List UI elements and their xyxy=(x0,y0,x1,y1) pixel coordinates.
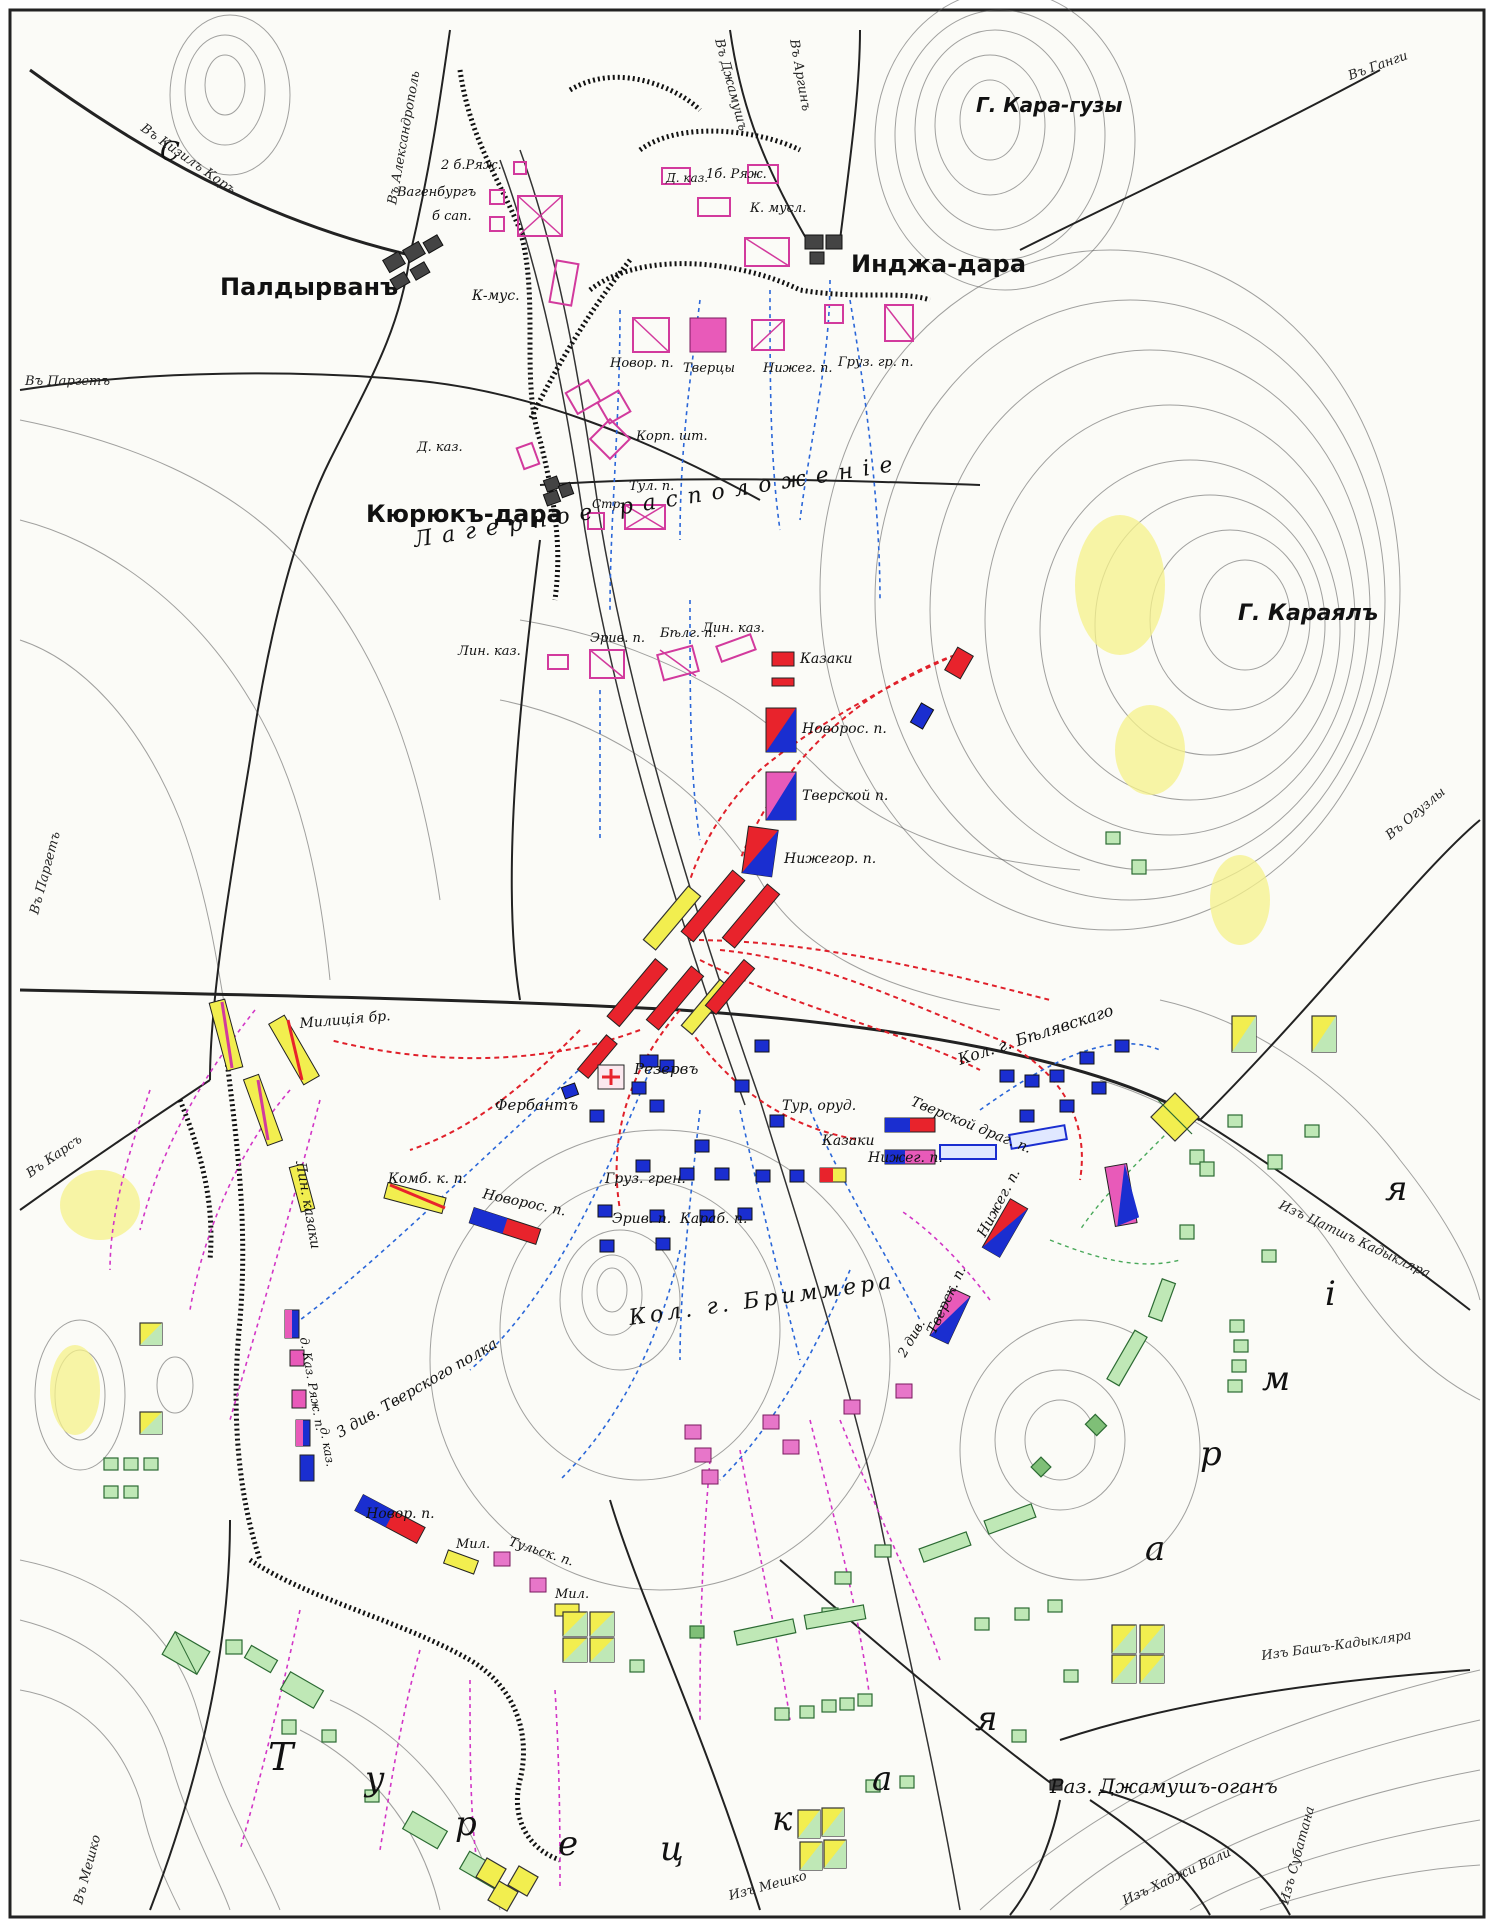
villages xyxy=(382,234,1063,1791)
turkish-cloud-areas xyxy=(50,515,1270,1435)
turkish-army-letter: я xyxy=(1385,1169,1408,1209)
camp-letter: Л xyxy=(411,524,444,553)
camp-letter: а xyxy=(641,488,668,516)
unit-novor-p-top: Новор. п. xyxy=(609,356,674,371)
north-marker: С xyxy=(160,137,180,167)
unit-b-sap: б сап. xyxy=(432,209,472,224)
place-kara-guzy: Г. Кара-гузы xyxy=(976,93,1122,117)
camp-letter: о xyxy=(756,470,783,498)
camp-units xyxy=(489,161,914,682)
camp-letter: е xyxy=(814,461,841,489)
camp-letter: н xyxy=(837,457,865,486)
movement-arrows xyxy=(109,279,1181,1891)
camp-letter: е xyxy=(577,498,604,526)
unit-mil-2: Мил. xyxy=(554,1587,589,1602)
unit-rezerv: Резервъ xyxy=(633,1060,698,1078)
unit-gruz-gren: Груз. грен. xyxy=(604,1171,686,1187)
ravines xyxy=(177,69,931,1863)
turkish-army-letter: р xyxy=(455,1804,477,1844)
unit-str: Стр. xyxy=(592,497,624,511)
terrain-contours xyxy=(19,0,1481,1911)
unit-nizheg-top: Нижег. п. xyxy=(762,361,833,376)
turkish-army-letter: у xyxy=(363,1759,385,1799)
camp-letter: п xyxy=(686,481,714,509)
unit-erivan-p-mid: Эрив. п. xyxy=(612,1211,671,1227)
unit-novoros-p: Новорос. п. xyxy=(801,721,887,737)
unit-ryazh-2b: 2 б.Ряж. xyxy=(440,158,502,173)
turkish-army-letter: е xyxy=(558,1824,578,1864)
turkish-army-letter: р xyxy=(1200,1434,1222,1474)
unit-belg-p: Бѣлг. п. xyxy=(659,626,717,641)
turkish-army-letter: а xyxy=(872,1759,892,1799)
village-kyuryuk-dara xyxy=(542,475,575,507)
unit-ferbant: Фербантъ xyxy=(495,1096,578,1114)
unit-tverskoy-p: Тверской п. xyxy=(802,788,888,804)
unit-korp-sht: Корп. шт. xyxy=(635,429,708,444)
road-to-pargat-upper: Въ Паргетъ xyxy=(24,374,110,389)
village-paldyrvan xyxy=(382,234,444,291)
unit-d-kaz-top: Д. каз. xyxy=(665,171,708,185)
unit-nizhegor-p: Нижегор. п. xyxy=(783,851,876,867)
unit-k-mus-left: К-мус. xyxy=(471,288,520,304)
turkish-army-letter: ц xyxy=(660,1829,684,1869)
unit-d-kaz-mid: Д. каз. xyxy=(416,440,463,455)
unit-karab-p: Караб. п. xyxy=(679,1211,747,1227)
unit-gruz-gr-p: Груз. гр. п. xyxy=(837,355,914,370)
turkish-army-letter: Т xyxy=(268,1735,296,1779)
turkish-army-letter: к xyxy=(772,1799,793,1839)
unit-kazaki-mid: Казаки xyxy=(821,1133,875,1149)
camp-letter: е xyxy=(484,513,511,541)
unit-kazaki-top: Казаки xyxy=(799,651,853,667)
place-karayal: Г. Караялъ xyxy=(1238,601,1378,626)
turkish-army-letter: м xyxy=(1262,1359,1290,1399)
unit-mil-1: Мил. xyxy=(455,1537,490,1552)
unit-lin-kaz-left: Лин. каз. xyxy=(457,644,521,659)
camp-letter: ж xyxy=(779,465,817,495)
turkish-army-letter: а xyxy=(1145,1529,1165,1569)
roads xyxy=(19,29,1481,1916)
unit-erivan-p: Эрив. п. xyxy=(590,631,645,646)
unit-lin-kaz-right: Лин. каз. xyxy=(701,621,765,636)
village-dzhamush-ogan xyxy=(1049,1779,1063,1791)
unit-novor-p-low: Новор. п. xyxy=(365,1506,435,1522)
camp-letter: р xyxy=(506,510,534,538)
camp-letter: г xyxy=(463,517,488,545)
turkish-units xyxy=(103,831,1337,1912)
camp-letter: н xyxy=(530,506,558,535)
camp-letter: а xyxy=(440,520,467,548)
unit-tur-orud: Тур. оруд. xyxy=(782,1098,856,1114)
unit-nizheg-p-mid: Нижег. п. xyxy=(867,1150,943,1166)
turkish-army-letter: я xyxy=(975,1699,998,1739)
unit-vagenburg: Вагенбургъ xyxy=(396,185,476,200)
place-indzha-dara: Инджа-дара xyxy=(851,250,1026,278)
camp-letter: е xyxy=(878,451,905,479)
camp-letter: о xyxy=(554,502,581,530)
camp-letter: л xyxy=(733,474,761,502)
unit-komb-k-p: Комб. к. п. xyxy=(387,1171,467,1187)
unit-d-kaz-low: д. каз. xyxy=(317,1426,338,1468)
camp-letter: і xyxy=(861,454,882,481)
unit-tul-p-top: Тул. п. xyxy=(629,479,674,494)
unit-tvertsy: Тверцы xyxy=(683,361,735,376)
camp-letter: о xyxy=(710,477,737,505)
camp-letter: с xyxy=(664,485,690,513)
unit-k-mus-top: К. мусл. xyxy=(749,201,806,216)
place-dzhamush-ogan: Раз. Джамушъ-оганъ xyxy=(1049,1774,1278,1798)
place-paldyrvan: Палдырванъ xyxy=(220,273,398,301)
russian-units xyxy=(208,646,1140,1617)
label-camp: Лагерное расположеніе xyxy=(411,451,904,553)
camp-letter: р xyxy=(617,492,645,520)
turkish-army-letter: і xyxy=(1325,1274,1336,1314)
unit-ryazh-1b: 1б. Ряж. xyxy=(706,167,767,182)
village-indzha-dara xyxy=(804,234,843,265)
place-kyuryuk-dara: Кюрюкъ-дара xyxy=(366,500,563,528)
